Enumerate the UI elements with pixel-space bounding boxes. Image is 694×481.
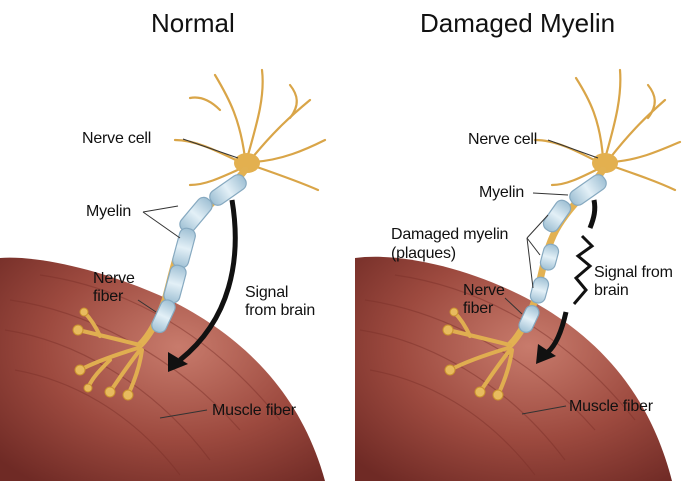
label-muscle-fiber-damaged: Muscle fiber bbox=[569, 398, 653, 415]
label-myelin-damaged: Myelin bbox=[479, 184, 524, 201]
signal-arrow-top-damaged bbox=[590, 200, 595, 228]
label-muscle-fiber-normal: Muscle fiber bbox=[212, 402, 296, 419]
label-nerve-fiber-line1-normal: Nerve bbox=[93, 270, 135, 287]
label-signal-line2-normal: from brain bbox=[245, 302, 315, 319]
label-nerve-cell-normal: Nerve cell bbox=[82, 130, 151, 147]
label-damaged-myelin-line1: Damaged myelin bbox=[391, 226, 508, 243]
normal-title: Normal bbox=[151, 8, 235, 39]
normal-panel-art bbox=[0, 70, 325, 481]
label-signal-line1-damaged: Signal from bbox=[594, 264, 673, 281]
label-nerve-fiber-line2-normal: fiber bbox=[93, 288, 123, 305]
label-signal-line1-normal: Signal bbox=[245, 284, 288, 301]
signal-zigzag-damaged bbox=[574, 236, 592, 304]
myelin-segments-damaged bbox=[517, 172, 609, 335]
label-nerve-cell-damaged: Nerve cell bbox=[468, 131, 537, 148]
label-nerve-fiber-line1-damaged: Nerve bbox=[463, 282, 505, 299]
label-nerve-fiber-line2-damaged: fiber bbox=[463, 300, 493, 317]
label-myelin-normal: Myelin bbox=[86, 203, 131, 220]
label-signal-line2-damaged: brain bbox=[594, 282, 629, 299]
label-damaged-myelin-line2: (plaques) bbox=[391, 245, 456, 262]
damaged-title: Damaged Myelin bbox=[420, 8, 615, 39]
